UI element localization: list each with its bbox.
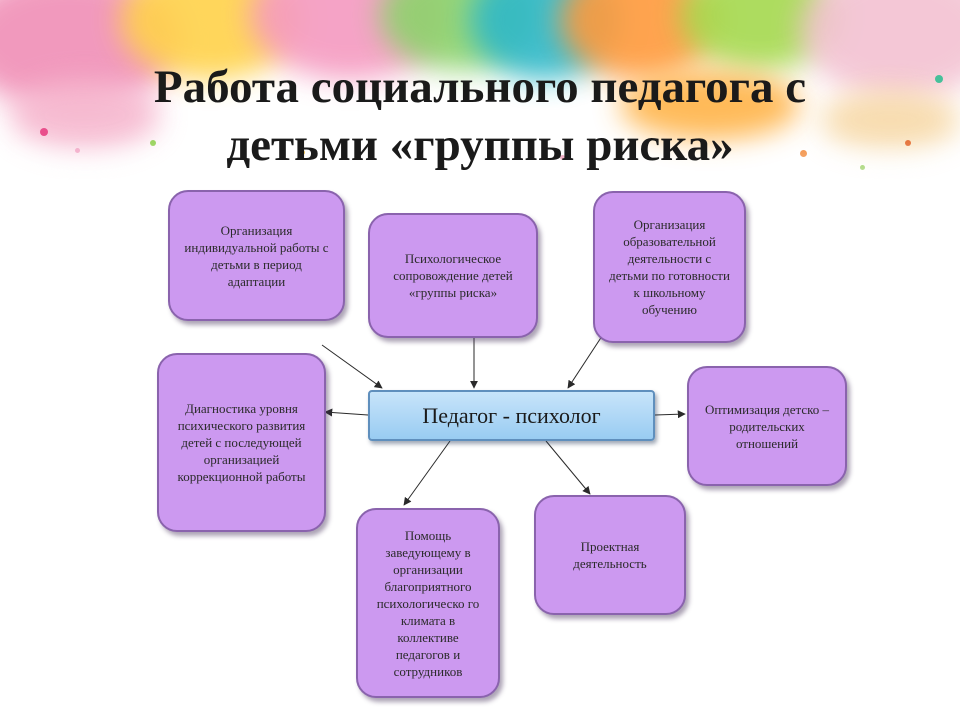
box-relations: Оптимизация детско – родительских отноше…: [687, 366, 847, 486]
arrow-from-adaptation: [321, 344, 383, 389]
title-line-1: Работа социального педагога с: [153, 61, 807, 113]
arrow-to-diagnostics: [324, 408, 369, 417]
arrow-from-school-readiness: [567, 329, 607, 389]
box-support-text: Психологическое сопровождение детей «гру…: [393, 251, 513, 300]
box-head-help-text: Помощь заведующему в организации благопр…: [376, 527, 480, 679]
title-line-2: детьми «группы риска»: [226, 119, 734, 171]
center-node-label: Педагог - психолог: [422, 402, 601, 428]
box-diagnostics-text: Диагностика уровня психического развития…: [177, 401, 306, 484]
arrow-to-projects: [545, 440, 591, 495]
box-projects-text: Проектная деятельность: [573, 539, 647, 571]
box-head-help: Помощь заведующему в организации благопр…: [356, 508, 500, 698]
box-school-readiness-text: Организация образовательной деятельности…: [609, 217, 730, 317]
slide-title: Работа социального педагога с детьми «гр…: [60, 58, 900, 174]
box-school-readiness: Организация образовательной деятельности…: [593, 191, 746, 343]
box-projects: Проектная деятельность: [534, 495, 686, 615]
center-node-psychologist: Педагог - психолог: [368, 390, 655, 441]
arrow-to-relations: [654, 410, 686, 419]
arrow-to-head-help: [403, 440, 451, 506]
paint-splash-background: [0, 0, 960, 230]
box-diagnostics: Диагностика уровня психического развития…: [157, 353, 326, 532]
box-support: Психологическое сопровождение детей «гру…: [368, 213, 538, 338]
box-adaptation: Организация индивидуальной работы с деть…: [168, 190, 345, 321]
box-adaptation-text: Организация индивидуальной работы с деть…: [184, 222, 329, 289]
box-relations-text: Оптимизация детско – родительских отноше…: [704, 401, 830, 451]
